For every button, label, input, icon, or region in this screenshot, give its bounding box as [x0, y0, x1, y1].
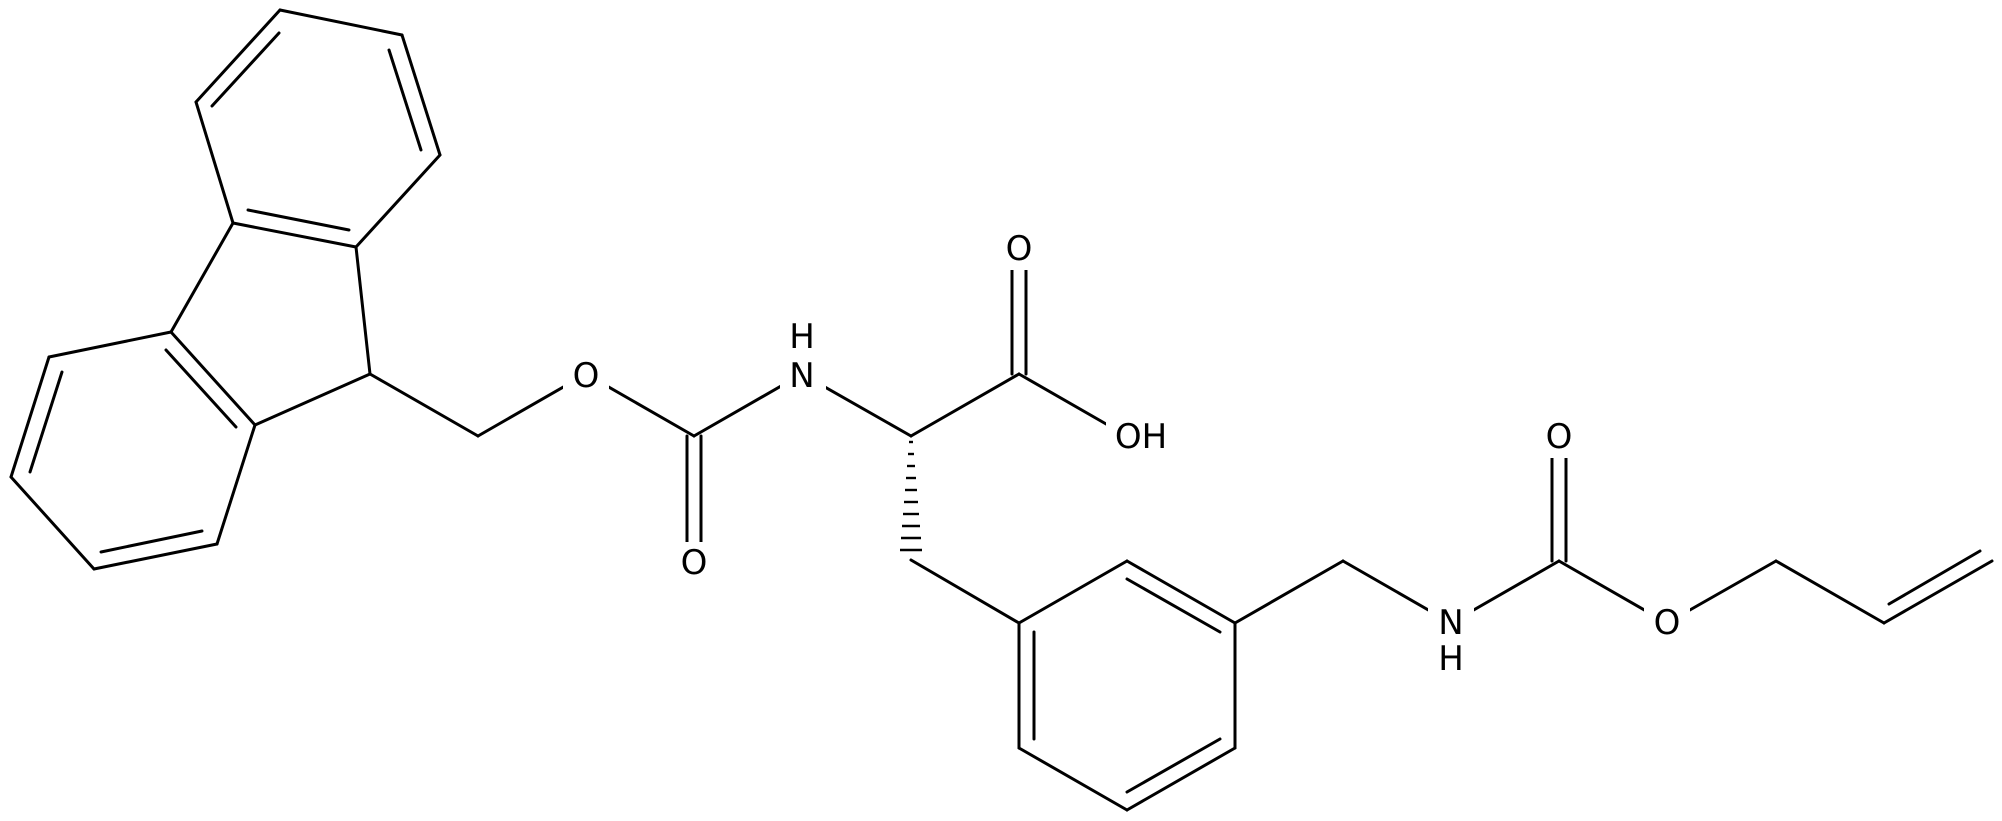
- bond: [278, 8, 404, 37]
- bond: [1125, 737, 1222, 794]
- nitrogen-alloc-label: N: [1438, 603, 1463, 643]
- oxygen-acid-carbonyl-label: O: [1006, 229, 1033, 269]
- bond: [9, 355, 51, 479]
- stereo-hashed-wedge: [900, 440, 922, 552]
- hydrogen-fmoc-label: H: [789, 317, 815, 357]
- bond: [1017, 559, 1129, 625]
- bond: [387, 48, 423, 152]
- bond: [1017, 746, 1129, 812]
- bond: [210, 31, 281, 108]
- bond: [92, 542, 219, 571]
- bond: [169, 330, 257, 427]
- bond: [47, 330, 173, 359]
- bond: [231, 221, 358, 249]
- bond: [1882, 559, 1994, 625]
- bond: [169, 221, 235, 334]
- bond: [253, 372, 372, 427]
- bond: [194, 8, 282, 104]
- bond: [246, 208, 351, 232]
- oxygen-ester-alloc-label: O: [1654, 603, 1681, 643]
- bond: [1125, 559, 1237, 625]
- bond: [1233, 559, 1345, 625]
- hydrogen-alloc-label: H: [1438, 639, 1464, 679]
- bond: [99, 529, 204, 554]
- bond: [354, 153, 442, 249]
- bond: [1774, 559, 1886, 625]
- oxygen-carbonyl-fmoc-label: O: [681, 543, 708, 583]
- bond: [368, 372, 480, 438]
- bond: [194, 100, 235, 225]
- bond: [28, 370, 64, 474]
- hydroxyl-acid-label: OH: [1115, 417, 1167, 457]
- bond: [215, 423, 257, 546]
- bond: [9, 475, 96, 571]
- bond: [1125, 577, 1222, 634]
- oxygen-ester-fmoc-label: O: [573, 356, 600, 396]
- bond: [1887, 549, 1982, 606]
- atom-labels: O N H O O OH N H O O: [563, 228, 1690, 679]
- bond: [400, 33, 442, 157]
- bond: [1125, 746, 1237, 812]
- bond: [909, 558, 1021, 625]
- oxygen-carbonyl-alloc-label: O: [1546, 417, 1573, 457]
- bonds: [9, 8, 1994, 812]
- bond: [909, 372, 1021, 438]
- bond: [164, 348, 238, 429]
- bond: [354, 245, 372, 376]
- nitrogen-fmoc-label: N: [789, 356, 814, 396]
